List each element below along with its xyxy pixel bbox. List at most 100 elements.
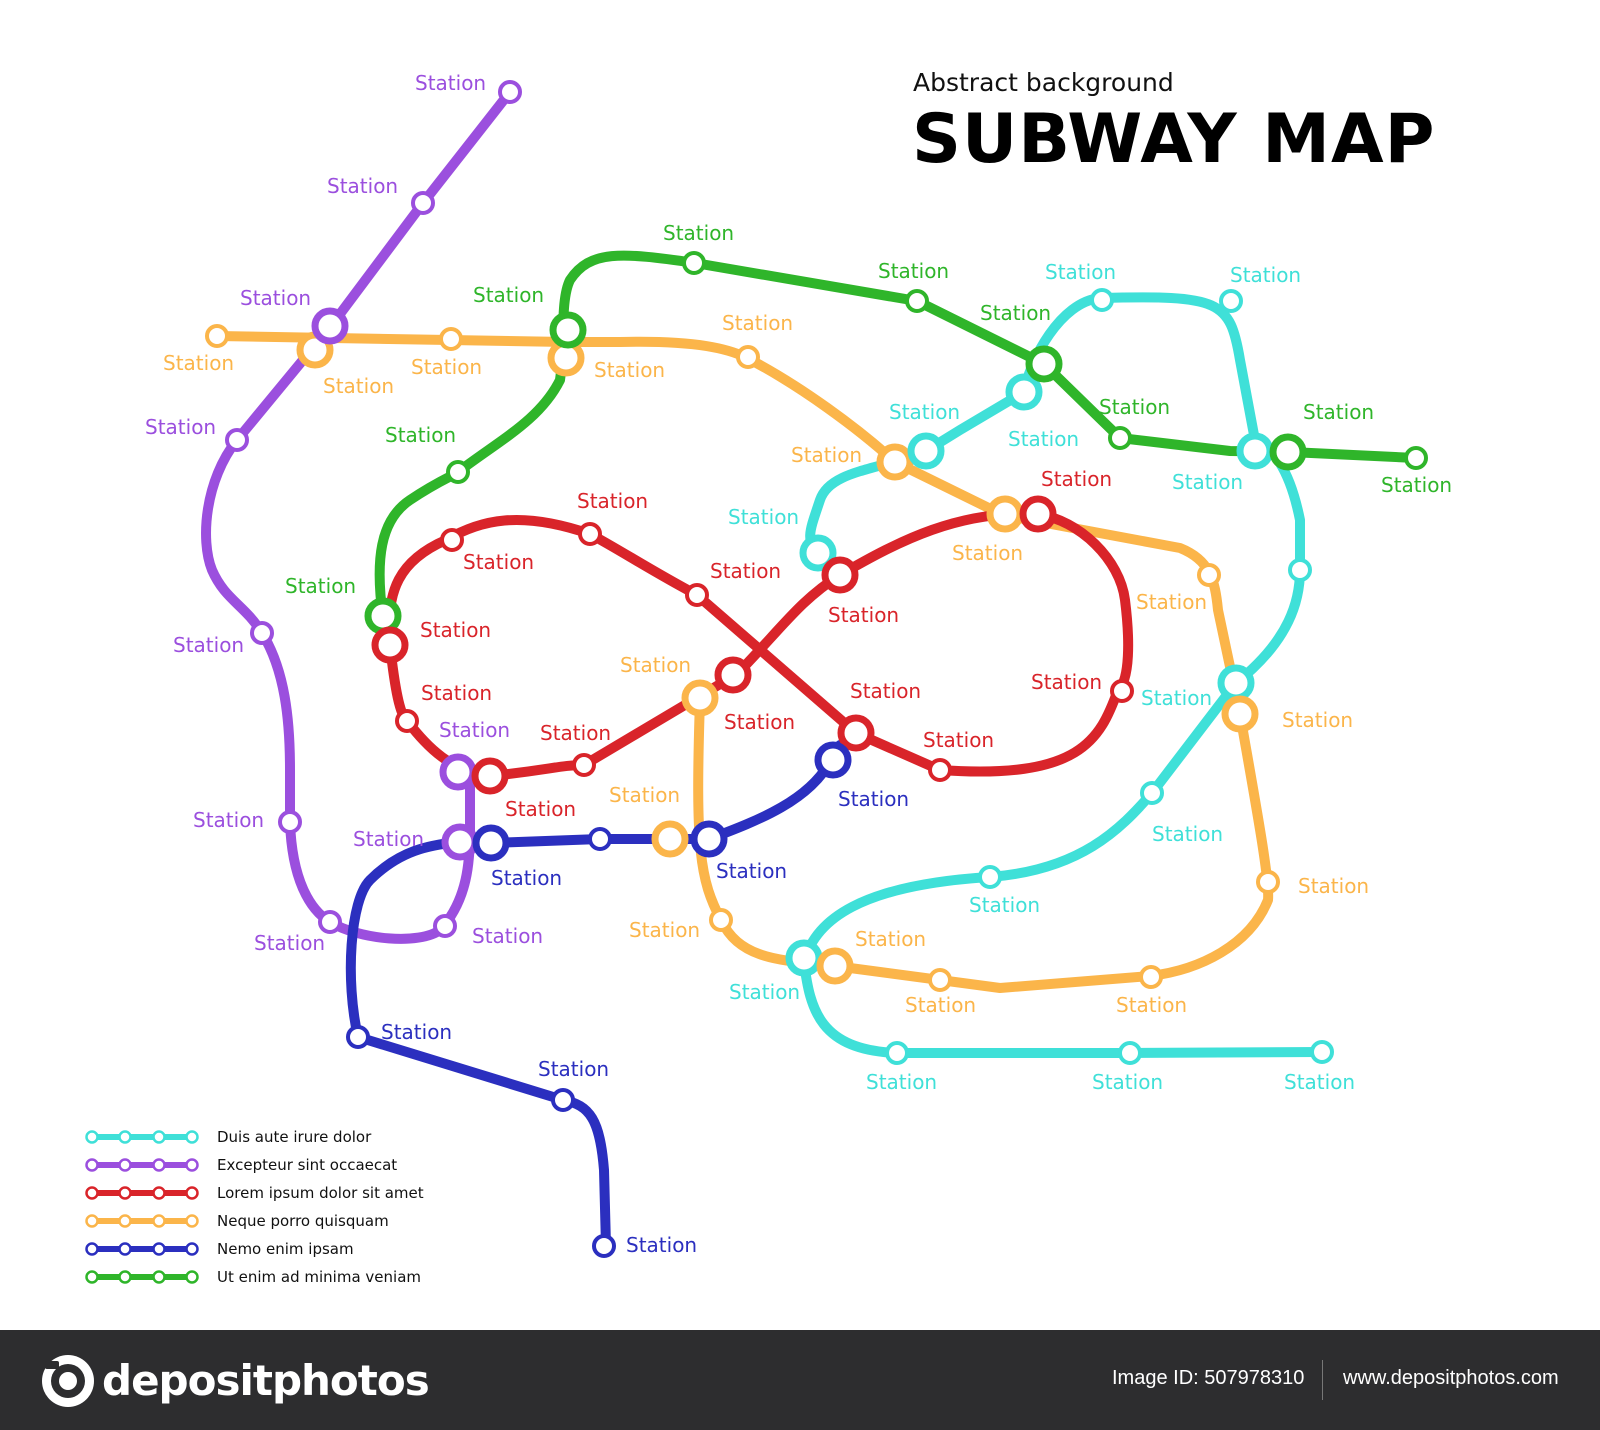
station-label: Station [145,415,216,439]
station-label: Station [577,489,648,513]
station-marker[interactable] [498,80,522,104]
station-label: Station [1152,822,1223,846]
station-marker[interactable] [905,289,929,313]
site-link[interactable]: www.depositphotos.com [1343,1367,1559,1389]
station-marker[interactable] [205,324,229,348]
blue-line [345,740,845,1251]
interchange-marker[interactable] [1269,433,1307,471]
station-marker[interactable] [928,758,952,782]
interchange-marker[interactable] [814,741,852,779]
station-marker[interactable] [592,1234,616,1258]
map-title: SUBWAY MAP [912,100,1436,179]
station-marker[interactable] [682,251,706,275]
station-label: Station [473,283,544,307]
station-marker[interactable] [885,1041,909,1065]
station-marker[interactable] [978,865,1002,889]
legend-item-cyan: Duis aute irure dolor [84,1125,444,1153]
interchange-marker[interactable] [371,626,409,664]
station-label: Station [254,931,325,955]
interchange-marker[interactable] [681,679,719,717]
station-marker[interactable] [572,753,596,777]
interchange-marker[interactable] [1005,373,1043,411]
station-marker[interactable] [1110,679,1134,703]
interchange-marker[interactable] [364,597,402,635]
station-label: Station [850,679,921,703]
station-marker[interactable] [1090,288,1114,312]
station-marker[interactable] [736,345,760,369]
station-label: Station [716,859,787,883]
logo-text: depositphotos [102,1356,430,1405]
station-label: Station [381,1020,452,1044]
station-label: Station [538,1057,609,1081]
station-marker[interactable] [318,910,342,934]
station-marker[interactable] [346,1025,370,1049]
station-marker[interactable] [1197,563,1221,587]
station-marker[interactable] [928,968,952,992]
station-label: Station [193,808,264,832]
subway-map: StationStationStationStationStationStati… [145,71,1452,1258]
interchange-marker[interactable] [441,823,479,861]
station-marker[interactable] [588,827,612,851]
station-marker[interactable] [1288,558,1312,582]
station-marker[interactable] [709,908,733,932]
interchange-marker[interactable] [821,556,859,594]
interchange-marker[interactable] [785,939,823,977]
station-marker[interactable] [1139,965,1163,989]
interchange-marker[interactable] [714,656,752,694]
station-label: Station [1136,590,1207,614]
station-marker[interactable] [395,709,419,733]
station-marker[interactable] [250,621,274,645]
station-marker[interactable] [1118,1041,1142,1065]
station-marker[interactable] [439,327,463,351]
station-marker[interactable] [1108,426,1132,450]
station-marker[interactable] [440,528,464,552]
station-marker[interactable] [685,583,709,607]
interchange-marker[interactable] [651,820,689,858]
interchange-marker[interactable] [549,311,587,349]
footer-bar: depositphotos Image ID: 507978310 www.de… [0,1330,1600,1430]
interchange-marker[interactable] [311,307,349,345]
station-label: Station [969,893,1040,917]
station-label: Station [1298,874,1369,898]
depositphotos-logo[interactable]: depositphotos [40,1350,430,1410]
station-label: Station [173,633,244,657]
interchange-marker[interactable] [907,432,945,470]
legend-line-icon [85,1270,199,1284]
station-marker[interactable] [1256,870,1280,894]
station-marker[interactable] [411,191,435,215]
legend-line-icon [85,1130,199,1144]
map-subtitle: Abstract background [913,68,1174,97]
station-label: Station [1282,708,1353,732]
interchange-marker[interactable] [439,753,477,791]
station-marker[interactable] [1140,781,1164,805]
station-label: Station [952,541,1023,565]
station-label: Station [791,443,862,467]
interchange-marker[interactable] [1217,664,1255,702]
interchange-marker[interactable] [1025,345,1063,383]
interchange-marker[interactable] [471,757,509,795]
interchange-marker[interactable] [986,495,1024,533]
station-marker[interactable] [446,460,470,484]
station-marker[interactable] [1219,289,1243,313]
station-marker[interactable] [1404,446,1428,470]
station-marker[interactable] [433,914,457,938]
station-label: Station [240,286,311,310]
interchange-marker[interactable] [690,820,728,858]
interchange-marker[interactable] [837,714,875,752]
legend-label: Duis aute irure dolor [217,1128,372,1146]
interchange-marker[interactable] [472,824,510,862]
interchange-marker[interactable] [1019,495,1057,533]
interchange-marker[interactable] [876,443,914,481]
station-marker[interactable] [278,810,302,834]
station-marker[interactable] [1310,1040,1334,1064]
station-label: Station [439,718,510,742]
station-marker[interactable] [551,1088,575,1112]
station-marker[interactable] [578,522,602,546]
station-label: Station [710,559,781,583]
interchange-marker[interactable] [1221,695,1259,733]
interchange-marker[interactable] [816,947,854,985]
station-marker[interactable] [225,428,249,452]
interchange-marker[interactable] [799,534,837,572]
legend-item-blue: Nemo enim ipsam [84,1237,444,1265]
interchange-marker[interactable] [1236,432,1274,470]
